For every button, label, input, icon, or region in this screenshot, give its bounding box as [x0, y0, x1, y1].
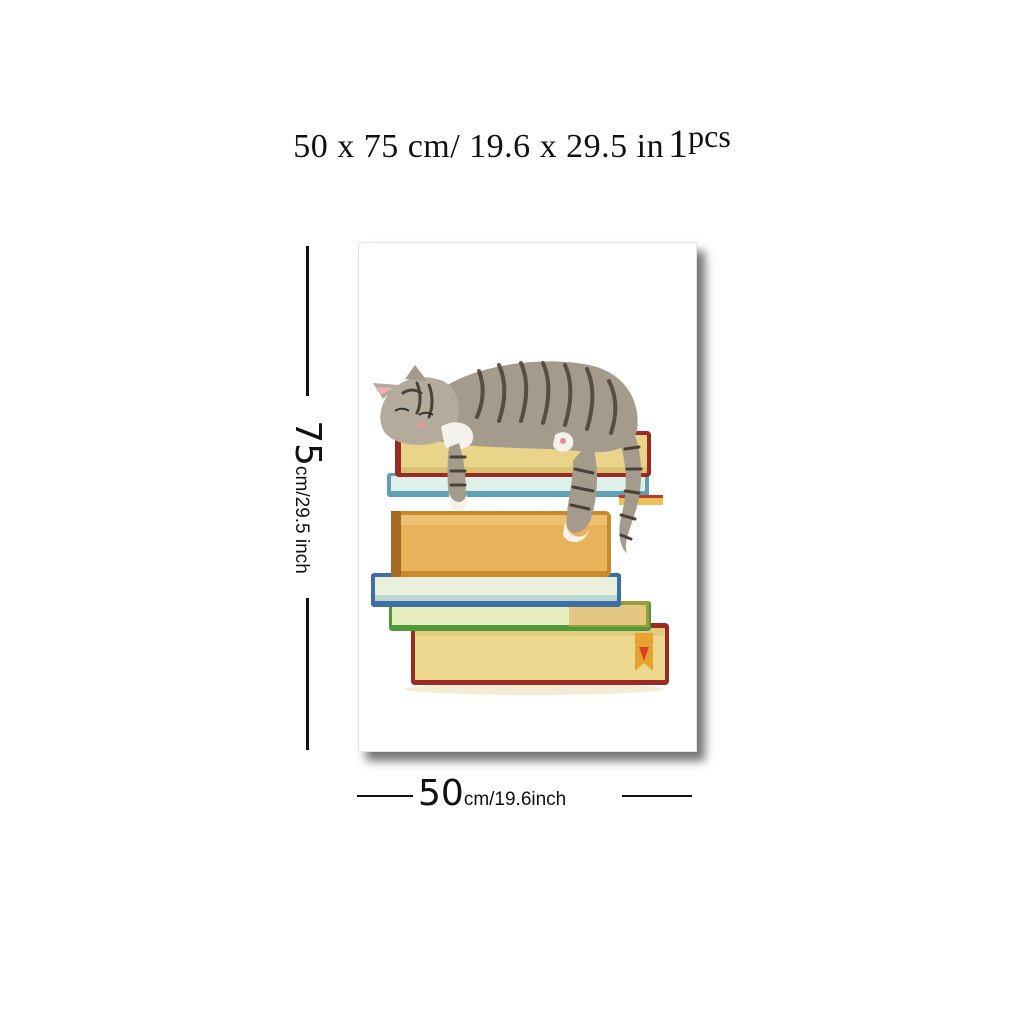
height-line-bottom: [306, 598, 309, 750]
size-headline: 50 x 75 cm/ 19.6 x 29.5 in 1pcs: [0, 118, 1024, 167]
width-value: 50: [418, 773, 464, 814]
width-line-right: [622, 795, 692, 797]
book-blue: [371, 573, 621, 607]
height-unit: cm/29.5 inch: [291, 466, 312, 574]
height-label: 75cm/29.5 inch: [287, 420, 328, 574]
quantity-number: 1: [668, 121, 689, 166]
quantity-unit: pcs: [688, 118, 731, 154]
book-bottom: [411, 623, 669, 685]
height-line-top: [306, 246, 309, 396]
book-teal: [387, 473, 663, 505]
cat-on-books-artwork: [371, 361, 669, 695]
size-dimensions-text: 50 x 75 cm/ 19.6 x 29.5 in: [293, 128, 665, 165]
height-value: 75: [287, 420, 328, 467]
poster-canvas: [358, 242, 697, 752]
width-unit: cm/19.6inch: [463, 789, 567, 810]
width-line-left: [357, 795, 413, 797]
width-label: 50cm/19.6inch: [418, 776, 566, 812]
cat: [373, 361, 643, 553]
